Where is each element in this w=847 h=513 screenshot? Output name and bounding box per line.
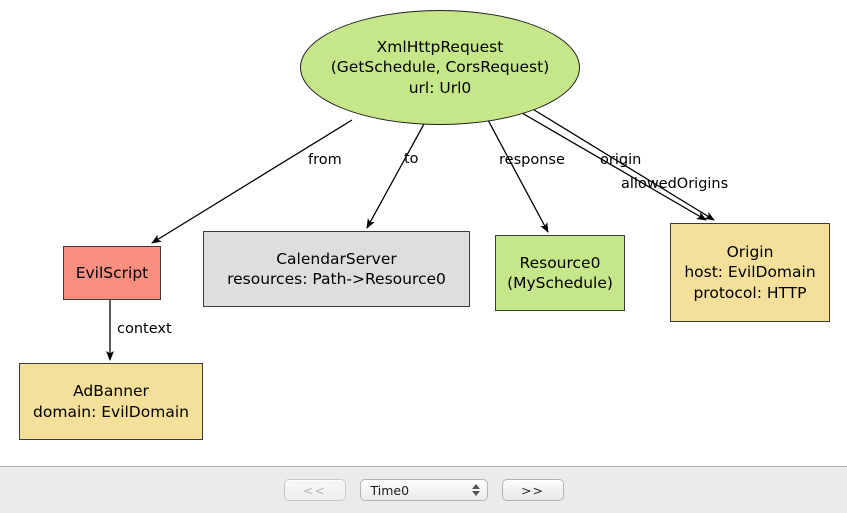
graph-canvas[interactable]: XmlHttpRequest (GetSchedule, CorsRequest)… bbox=[0, 0, 847, 466]
time-select[interactable]: Time0 bbox=[359, 479, 488, 501]
edge-response bbox=[487, 119, 549, 233]
node-origin-line-1: host: EvilDomain bbox=[684, 263, 816, 282]
node-adbanner-line-0: AdBanner bbox=[73, 382, 149, 401]
node-evilscript-line-0: EvilScript bbox=[75, 263, 149, 282]
node-adbanner-line-1: domain: EvilDomain bbox=[33, 402, 189, 421]
playback-toolbar: << Time0 >> bbox=[0, 466, 847, 513]
edge-label-context: context bbox=[117, 321, 172, 337]
node-xmlhttprequest-line-1: (GetSchedule, CorsRequest) bbox=[330, 58, 550, 77]
node-calendarserver-line-0: CalendarServer bbox=[276, 249, 397, 268]
node-xmlhttprequest-line-2: url: Url0 bbox=[408, 78, 472, 97]
node-resource0-line-1: (MySchedule) bbox=[507, 274, 613, 292]
node-resource0-line-0: Resource0 bbox=[519, 253, 601, 272]
node-xmlhttprequest-line-0: XmlHttpRequest bbox=[376, 37, 504, 56]
node-origin-line-0: Origin bbox=[726, 242, 774, 261]
time-select-value: Time0 bbox=[370, 482, 410, 498]
previous-step-button[interactable]: << bbox=[283, 479, 346, 501]
edge-to bbox=[366, 123, 425, 229]
node-calendarserver-line-1: resources: Path->Resource0 bbox=[227, 270, 446, 288]
node-resource0[interactable]: Resource0 (MySchedule) bbox=[495, 235, 625, 311]
next-step-button[interactable]: >> bbox=[501, 479, 564, 501]
edge-label-response: response bbox=[499, 152, 565, 168]
chevron-down-icon[interactable] bbox=[471, 491, 480, 496]
stepper-icon[interactable] bbox=[471, 484, 480, 496]
edge-label-origin: origin bbox=[600, 152, 642, 168]
chevron-up-icon[interactable] bbox=[471, 484, 480, 489]
edge-label-allowedOrigins: allowedOrigins bbox=[621, 176, 729, 192]
node-calendarserver[interactable]: CalendarServer resources: Path->Resource0 bbox=[203, 231, 470, 307]
node-origin-line-2: protocol: HTTP bbox=[693, 283, 807, 302]
edge-from bbox=[151, 119, 353, 244]
node-evilscript[interactable]: EvilScript bbox=[63, 246, 161, 300]
node-xmlhttprequest[interactable]: XmlHttpRequest (GetSchedule, CorsRequest)… bbox=[300, 10, 580, 125]
edge-label-to: to bbox=[404, 151, 419, 167]
edge-label-from: from bbox=[308, 152, 342, 168]
